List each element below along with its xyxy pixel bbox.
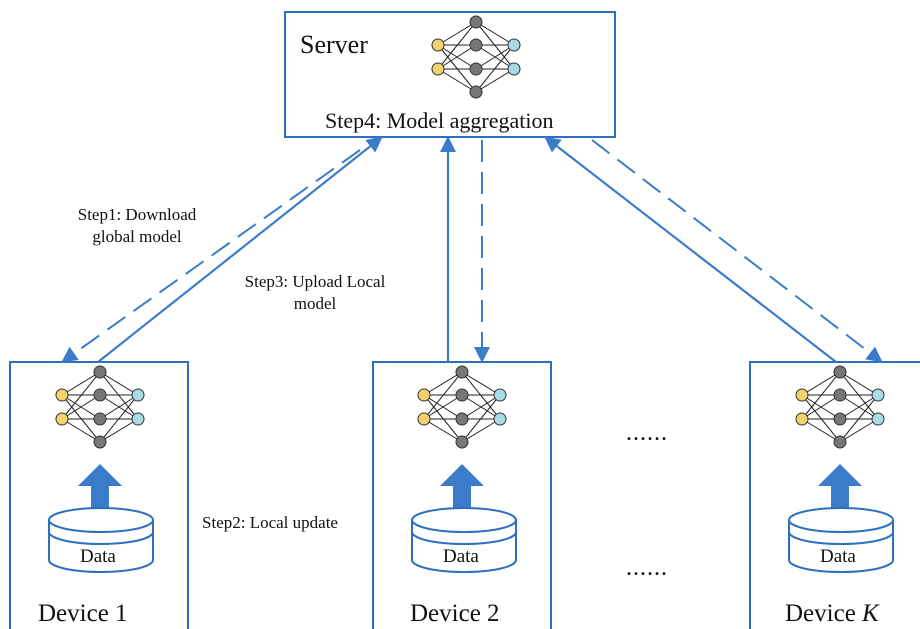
server-box <box>284 11 616 138</box>
server-title: Server <box>300 30 368 59</box>
device-2-data-label: Data <box>443 546 479 567</box>
device-k-name: Device K <box>785 600 879 627</box>
ellipsis-upper: ...... <box>626 420 668 446</box>
device-1-download-arrow <box>61 149 361 363</box>
step3-label: Step3: Upload Local model <box>244 272 386 313</box>
ellipsis-lower: ...... <box>626 555 668 581</box>
device-2-name: Device 2 <box>410 600 500 627</box>
device-k-upload-arrow <box>544 136 837 363</box>
step1-label: Step1: Download global model <box>77 205 197 246</box>
step2-label: Step2: Local update <box>202 513 338 532</box>
device-1-data-label: Data <box>80 546 116 567</box>
device-k-data-label: Data <box>820 546 856 567</box>
device-1-upload-arrow <box>97 136 383 363</box>
step4-label: Step4: Model aggregation <box>325 108 554 133</box>
device-k-download-arrow <box>591 139 883 363</box>
device-1-name: Device 1 <box>38 600 128 627</box>
